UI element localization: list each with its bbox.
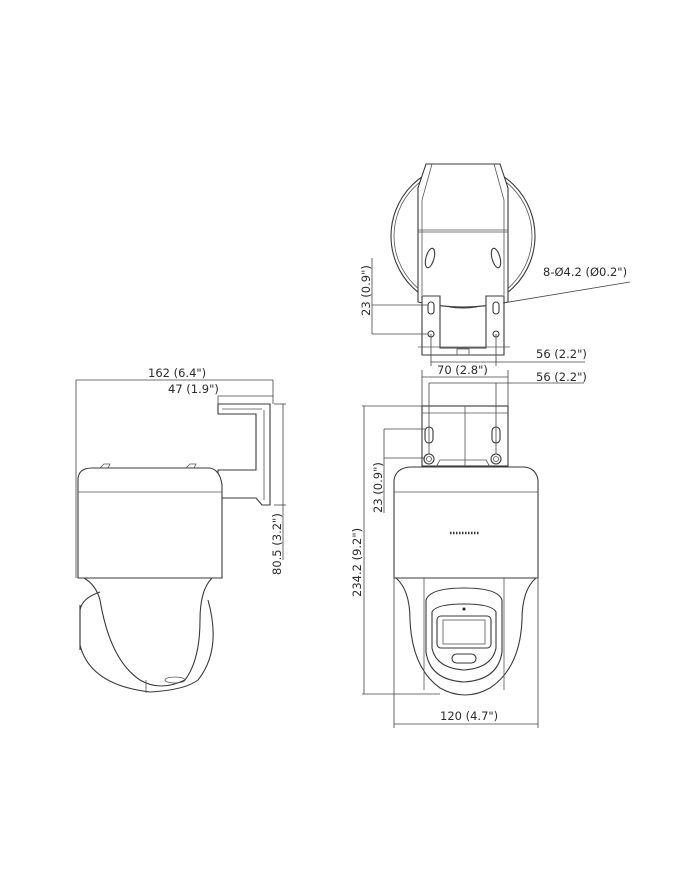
- front-view-hole-spacing-label: 23 (0.9"): [371, 462, 385, 513]
- front-view-body-width-label: 120 (4.7"): [440, 709, 498, 723]
- front-view-bracket-hole-width-label: 56 (2.2"): [536, 370, 587, 384]
- top-view-hole-spacing-label: 23 (0.9"): [359, 265, 373, 316]
- side-view: [77, 403, 271, 693]
- side-view-dome: [83, 577, 213, 687]
- front-view-housing: [393, 466, 539, 579]
- top-view-keyhole-right: [492, 301, 500, 315]
- top-view-bracket-notch: [456, 348, 470, 355]
- front-view-hole-left-inner: [426, 456, 432, 462]
- top-view-side-oval-left: [424, 247, 436, 269]
- front-view-lens-frame: [431, 603, 497, 671]
- hole-spec-leader: [502, 281, 631, 304]
- side-view-tab-left: [99, 463, 111, 469]
- front-view-lens-module: [425, 587, 503, 683]
- side-view-dimensions: 162 (6.4") 47 (1.9") 80.5 (3.2"): [75, 366, 286, 578]
- side-view-wall-bracket: [217, 403, 271, 506]
- top-view-camera-head: [417, 163, 509, 308]
- front-view-indicator-dot: [462, 607, 466, 611]
- front-view-lens-glass: [442, 619, 486, 645]
- top-view-bracket-width-label: 56 (2.2"): [536, 347, 587, 361]
- side-view-camera-head: [79, 591, 214, 693]
- hole-spec-label: 8-Ø4.2 (Ø0.2"): [543, 265, 627, 279]
- front-view-bracket-outer-width-label: 70 (2.8"): [437, 363, 488, 377]
- top-view-dimensions: 23 (0.9") 8-Ø4.2 (Ø0.2") 56 (2.2"): [359, 258, 631, 366]
- side-view-bracket-depth-label: 47 (1.9"): [168, 382, 219, 396]
- front-view-hole-right-inner: [493, 456, 499, 462]
- top-view-edge-right: [493, 163, 505, 295]
- front-view-keyhole-left: [424, 426, 434, 444]
- front-view-lens-window: [436, 615, 492, 649]
- front-view-total-height-label: 234.2 (9.2"): [350, 528, 364, 597]
- front-view-keyhole-right: [491, 426, 501, 444]
- top-view-keyhole-left: [427, 301, 435, 315]
- side-view-head-oval: [164, 676, 186, 684]
- side-view-bracket-height-label: 80.5 (3.2"): [270, 513, 284, 575]
- front-view-light-sensor: [451, 653, 477, 664]
- top-view-edge-left: [421, 163, 433, 295]
- front-view: [393, 405, 539, 696]
- top-view-side-oval-right: [490, 247, 502, 269]
- front-view-dimensions: 70 (2.8") 56 (2.2") 23 (0.9") 234.2 (9.2…: [350, 363, 587, 728]
- side-view-total-depth-label: 162 (6.4"): [148, 366, 206, 380]
- front-view-dome: [395, 577, 537, 696]
- side-view-tab-right: [185, 463, 197, 469]
- front-view-top-cap: [435, 459, 491, 468]
- side-view-housing: [77, 467, 223, 579]
- top-view: [390, 163, 536, 356]
